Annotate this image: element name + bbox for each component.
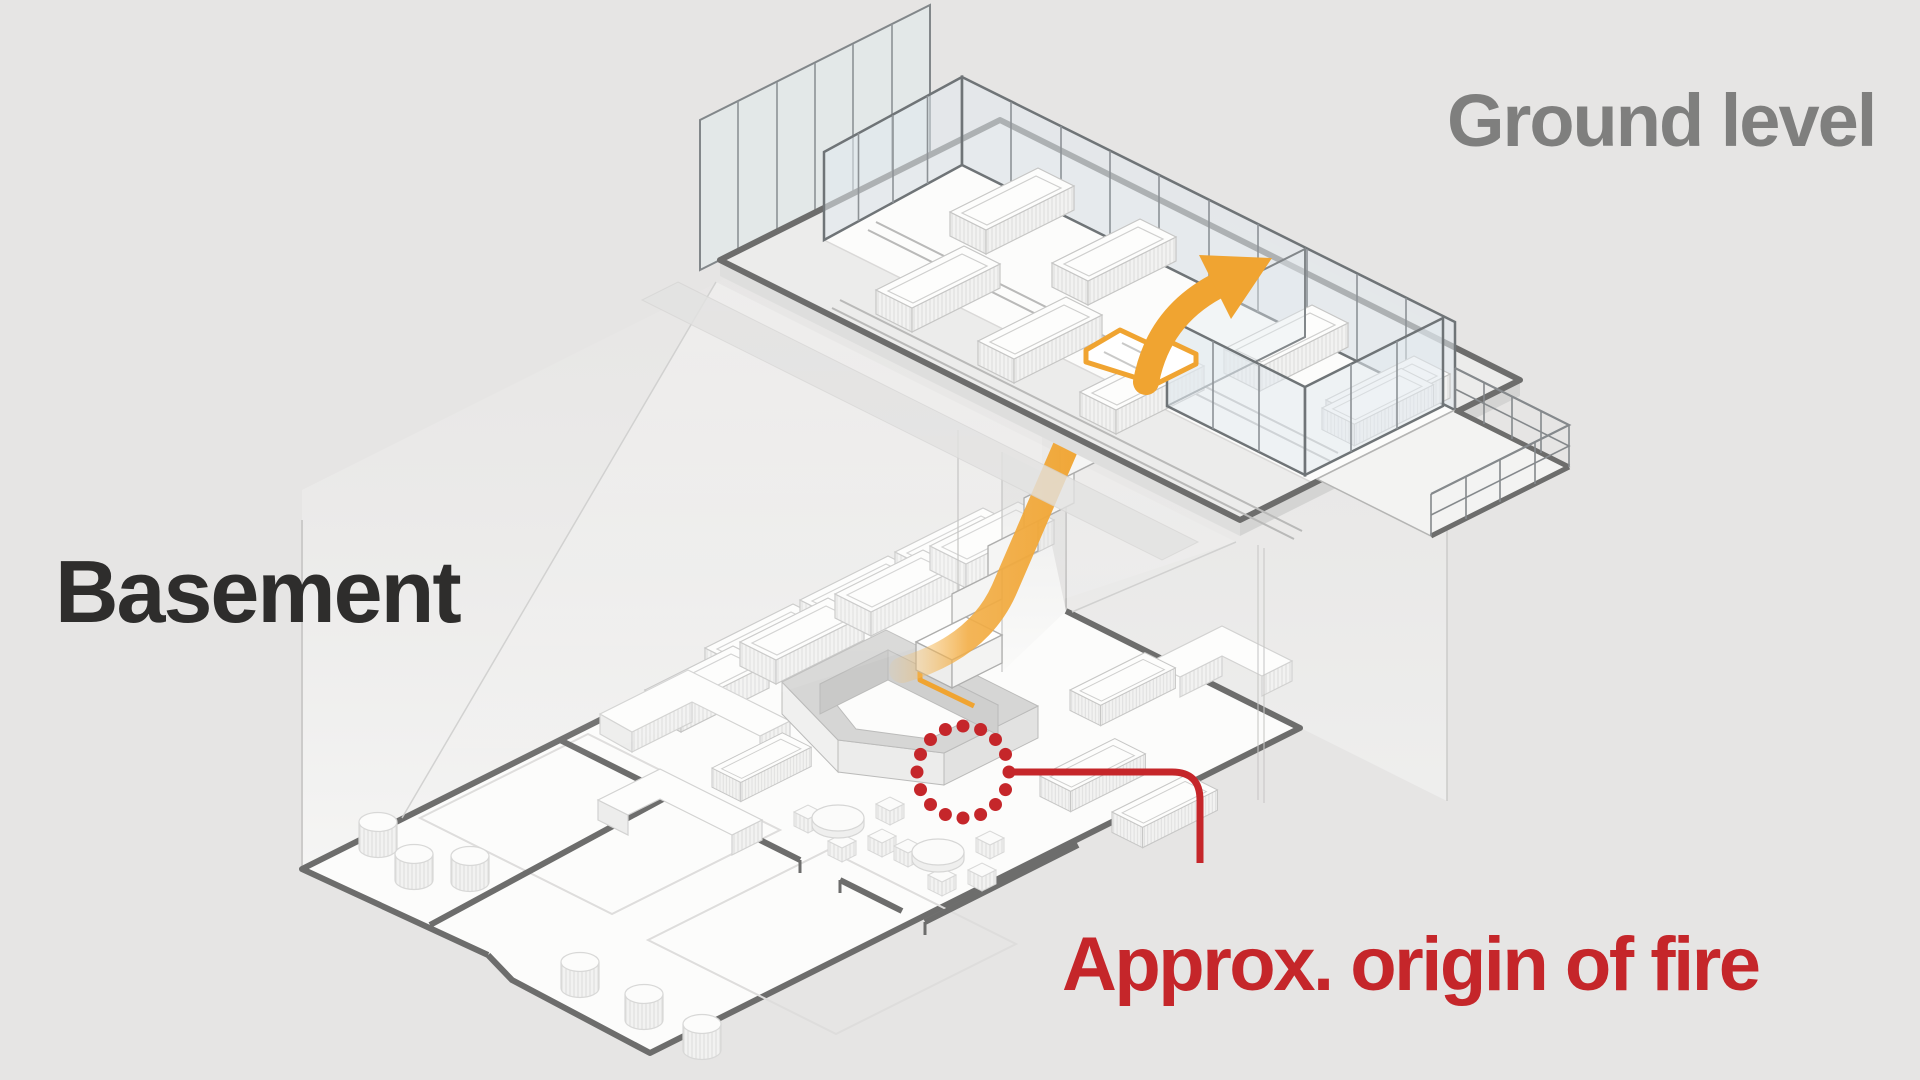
lower-deck-band bbox=[640, 281, 1200, 561]
fire-origin-label: Approx. origin of fire bbox=[1062, 922, 1759, 1007]
ground-level-label: Ground level bbox=[1447, 79, 1875, 162]
annotation-connector-line bbox=[1011, 768, 1204, 863]
round-table bbox=[911, 838, 965, 873]
barrel bbox=[358, 811, 398, 859]
slab-side-left bbox=[720, 260, 1240, 536]
smoke-path-ribbon bbox=[889, 387, 1099, 683]
terrace-railing bbox=[1430, 367, 1572, 536]
fire-spread-arrow-icon bbox=[1133, 255, 1272, 395]
barrel bbox=[624, 983, 664, 1031]
barrel bbox=[394, 843, 434, 891]
barrel bbox=[560, 951, 600, 999]
barrel bbox=[450, 845, 490, 893]
fire-origin-marker bbox=[910, 719, 1016, 825]
basement-label: Basement bbox=[55, 542, 461, 641]
barrel bbox=[682, 1013, 722, 1061]
round-table bbox=[811, 804, 865, 839]
terrace bbox=[1315, 367, 1572, 539]
ground-level-section bbox=[640, 3, 1572, 561]
basement-floor bbox=[302, 499, 1300, 1053]
